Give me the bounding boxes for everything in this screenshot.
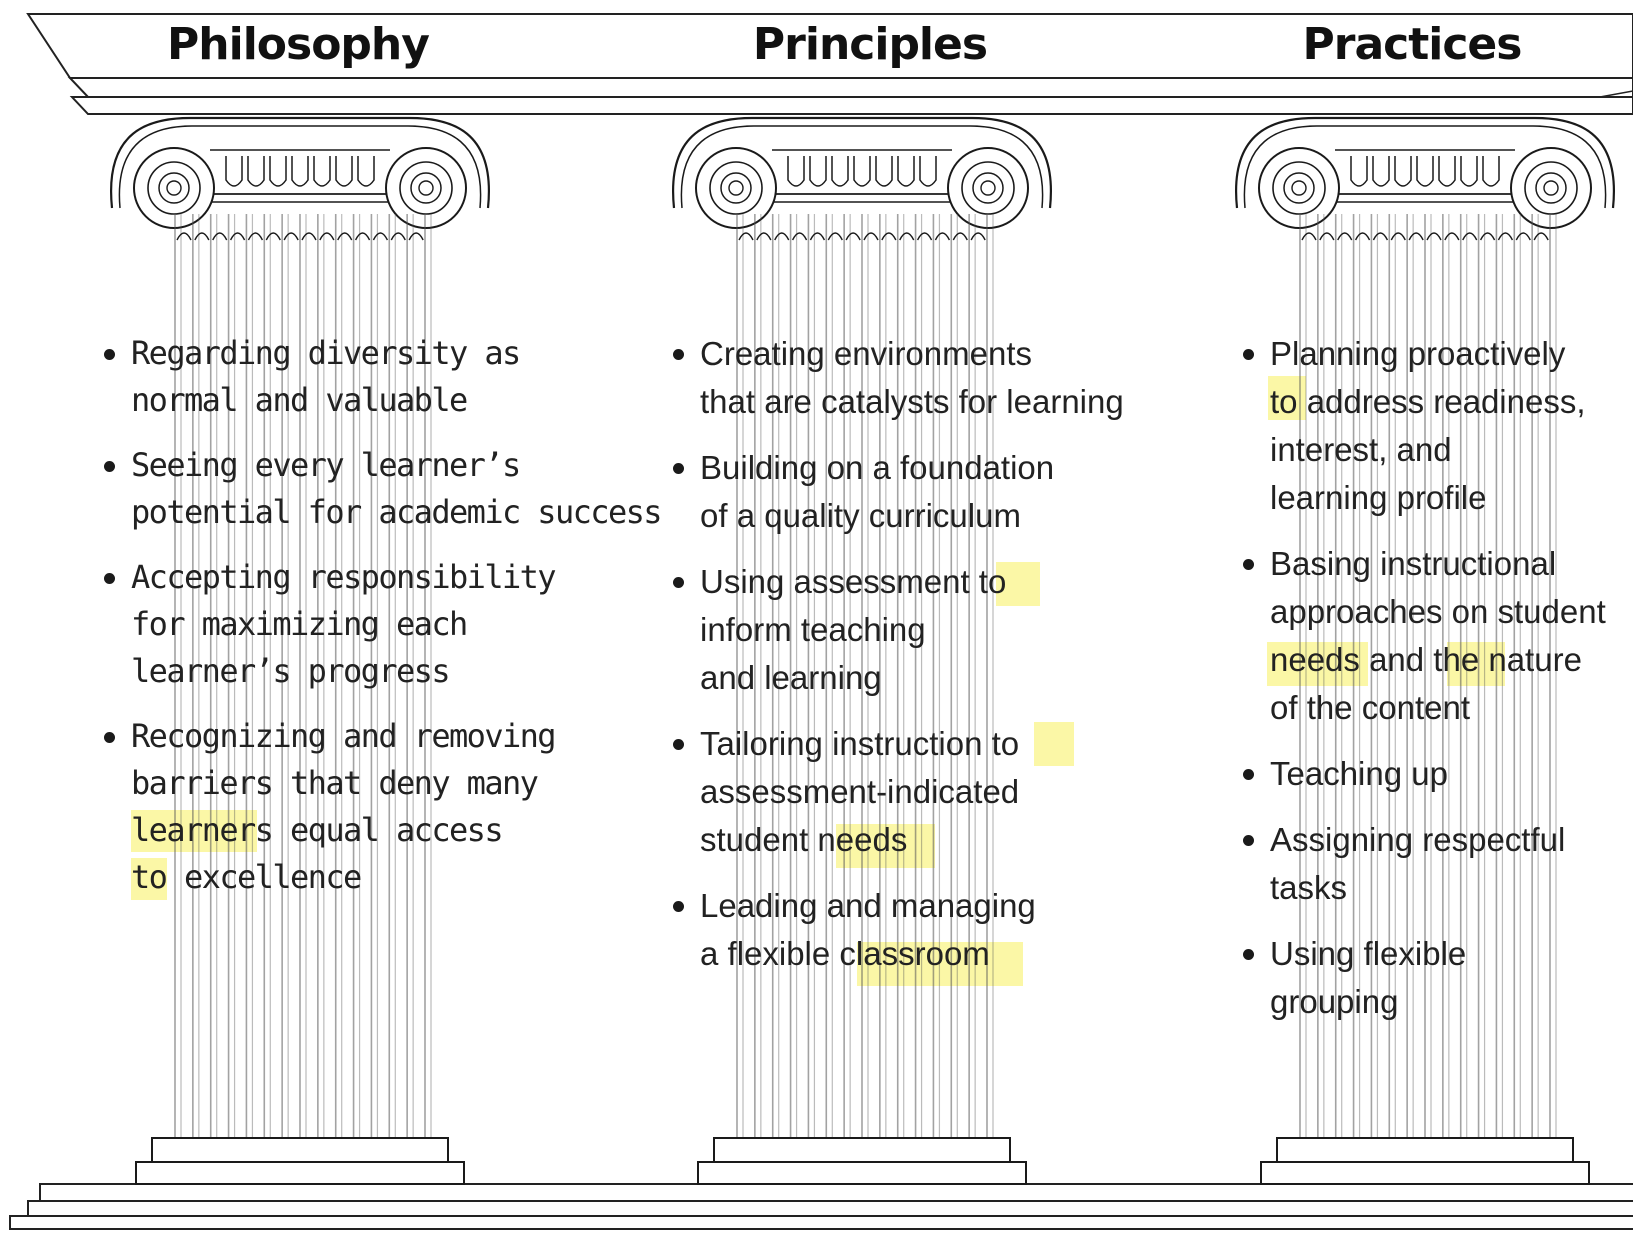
list-item-line: Building on a foundation	[700, 449, 1055, 486]
entablature	[26, 13, 1633, 115]
entablature-ledge-1	[67, 77, 1633, 98]
list-item-line: Basing instructional	[1270, 545, 1557, 582]
stylobate	[9, 1183, 1633, 1230]
volute-scroll	[385, 147, 467, 229]
list-item-line: Regarding diversity as	[131, 334, 521, 372]
list-item-line: Teaching up	[1270, 755, 1448, 792]
list-item-line: of a quality curriculum	[700, 497, 1021, 534]
entablature-band	[26, 13, 1633, 79]
principles-list: Creating environments that are catalysts…	[670, 330, 1124, 996]
column-philosophy	[109, 116, 491, 1185]
column-practices	[1234, 116, 1616, 1185]
list-item-line: Assigning respectful	[1270, 821, 1566, 858]
list-item-line: for maximizing each	[131, 605, 468, 643]
base-step-1	[39, 1183, 1633, 1202]
list-item-line: that are catalysts for learning	[700, 383, 1124, 420]
volute-scroll	[1510, 147, 1592, 229]
list-item: Assigning respectful tasks	[1240, 816, 1606, 912]
list-item-line: Using flexible	[1270, 935, 1467, 972]
ionic-capital	[1234, 116, 1616, 229]
ionic-capital	[671, 116, 1053, 229]
list-item-line: barriers that deny many	[131, 764, 539, 802]
column-principles	[671, 116, 1053, 1185]
list-item: Building on a foundation of a quality cu…	[670, 444, 1124, 540]
list-item-line: a flexible classroom	[700, 935, 990, 972]
list-item-line: interest, and	[1270, 431, 1452, 468]
ionic-capital	[109, 116, 491, 229]
highlight-to-assessment	[996, 562, 1040, 606]
column-base	[135, 1137, 465, 1185]
volute-scroll	[133, 147, 215, 229]
list-item-line: Recognizing and removing	[131, 717, 557, 755]
list-item: Creating environments that are catalysts…	[670, 330, 1124, 426]
heading-practices: Practices	[1302, 19, 1523, 70]
list-item: Using assessment to inform teaching and …	[670, 558, 1124, 702]
list-item-line: to address readiness,	[1270, 383, 1586, 420]
fluted-shaft	[736, 214, 994, 1138]
list-item: Using flexible grouping	[1240, 930, 1606, 1026]
list-item-line: approaches on student	[1270, 593, 1606, 630]
list-item-line: assessment-indicated	[700, 773, 1020, 810]
highlight-the	[1447, 642, 1505, 686]
list-item: Teaching up	[1240, 750, 1606, 798]
column-base	[1260, 1137, 1590, 1185]
highlight-learners	[131, 810, 257, 852]
list-item-line: Leading and managing	[700, 887, 1036, 924]
list-item-line: learning profile	[1270, 479, 1487, 516]
list-item-line: to excellence	[131, 858, 362, 896]
volute-scroll	[947, 147, 1029, 229]
heading-philosophy: Philosophy	[167, 19, 430, 70]
list-item: Leading and managing a flexible classroo…	[670, 882, 1124, 978]
practices-list: Planning proactively to address readines…	[1240, 330, 1606, 1044]
list-item: Basing instructional approaches on stude…	[1240, 540, 1606, 732]
fluted-shaft	[174, 214, 432, 1138]
list-item: Planning proactively to address readines…	[1240, 330, 1606, 522]
list-item-line: Using assessment to	[700, 563, 1007, 600]
list-item: Seeing every learner’s potential for aca…	[101, 442, 663, 536]
highlight-needs-principles	[836, 824, 935, 868]
base-step-3	[9, 1215, 1633, 1230]
list-item-line: learner’s progress	[131, 652, 451, 690]
list-item: Accepting responsibility for maximizing …	[101, 554, 661, 695]
list-item: Recognizing and removing barriers that d…	[101, 713, 661, 901]
list-item-line: inform teaching	[700, 611, 926, 648]
list-item: Regarding diversity as normal and valuab…	[101, 330, 661, 424]
volute-scroll	[695, 147, 777, 229]
highlight-classroom	[857, 942, 1023, 986]
list-item-line: student needs	[700, 821, 908, 858]
list-item-line: Accepting responsibility	[131, 558, 557, 596]
list-item-line: Creating environments	[700, 335, 1032, 372]
list-item-line: Seeing every learner’s	[131, 446, 521, 484]
list-item-line: of the content	[1270, 689, 1470, 726]
highlight-to-instruction	[1034, 722, 1074, 766]
heading-principles: Principles	[752, 19, 988, 70]
list-item-line: Tailoring instruction to	[700, 725, 1020, 762]
list-item-line: tasks	[1270, 869, 1348, 906]
list-item-line: grouping	[1270, 983, 1399, 1020]
philosophy-list: Regarding diversity as normal and valuab…	[101, 330, 663, 919]
entablature-ledge-2	[69, 96, 1633, 115]
list-item-line: needs and the nature	[1270, 641, 1582, 678]
list-item-line: and learning	[700, 659, 882, 696]
list-item-line: learners equal access	[131, 811, 504, 849]
list-item-line: normal and valuable	[131, 381, 468, 419]
list-item-line: Planning proactively	[1270, 335, 1566, 372]
list-item-line: potential for academic success	[131, 493, 663, 531]
columns-art	[109, 116, 1616, 1185]
base-step-2	[27, 1200, 1633, 1217]
highlight-to-philosophy	[131, 858, 167, 900]
volute-scroll	[1258, 147, 1340, 229]
fluted-shaft	[1299, 214, 1557, 1138]
list-item: Tailoring instruction to assessment-indi…	[670, 720, 1124, 864]
column-base	[697, 1137, 1027, 1185]
